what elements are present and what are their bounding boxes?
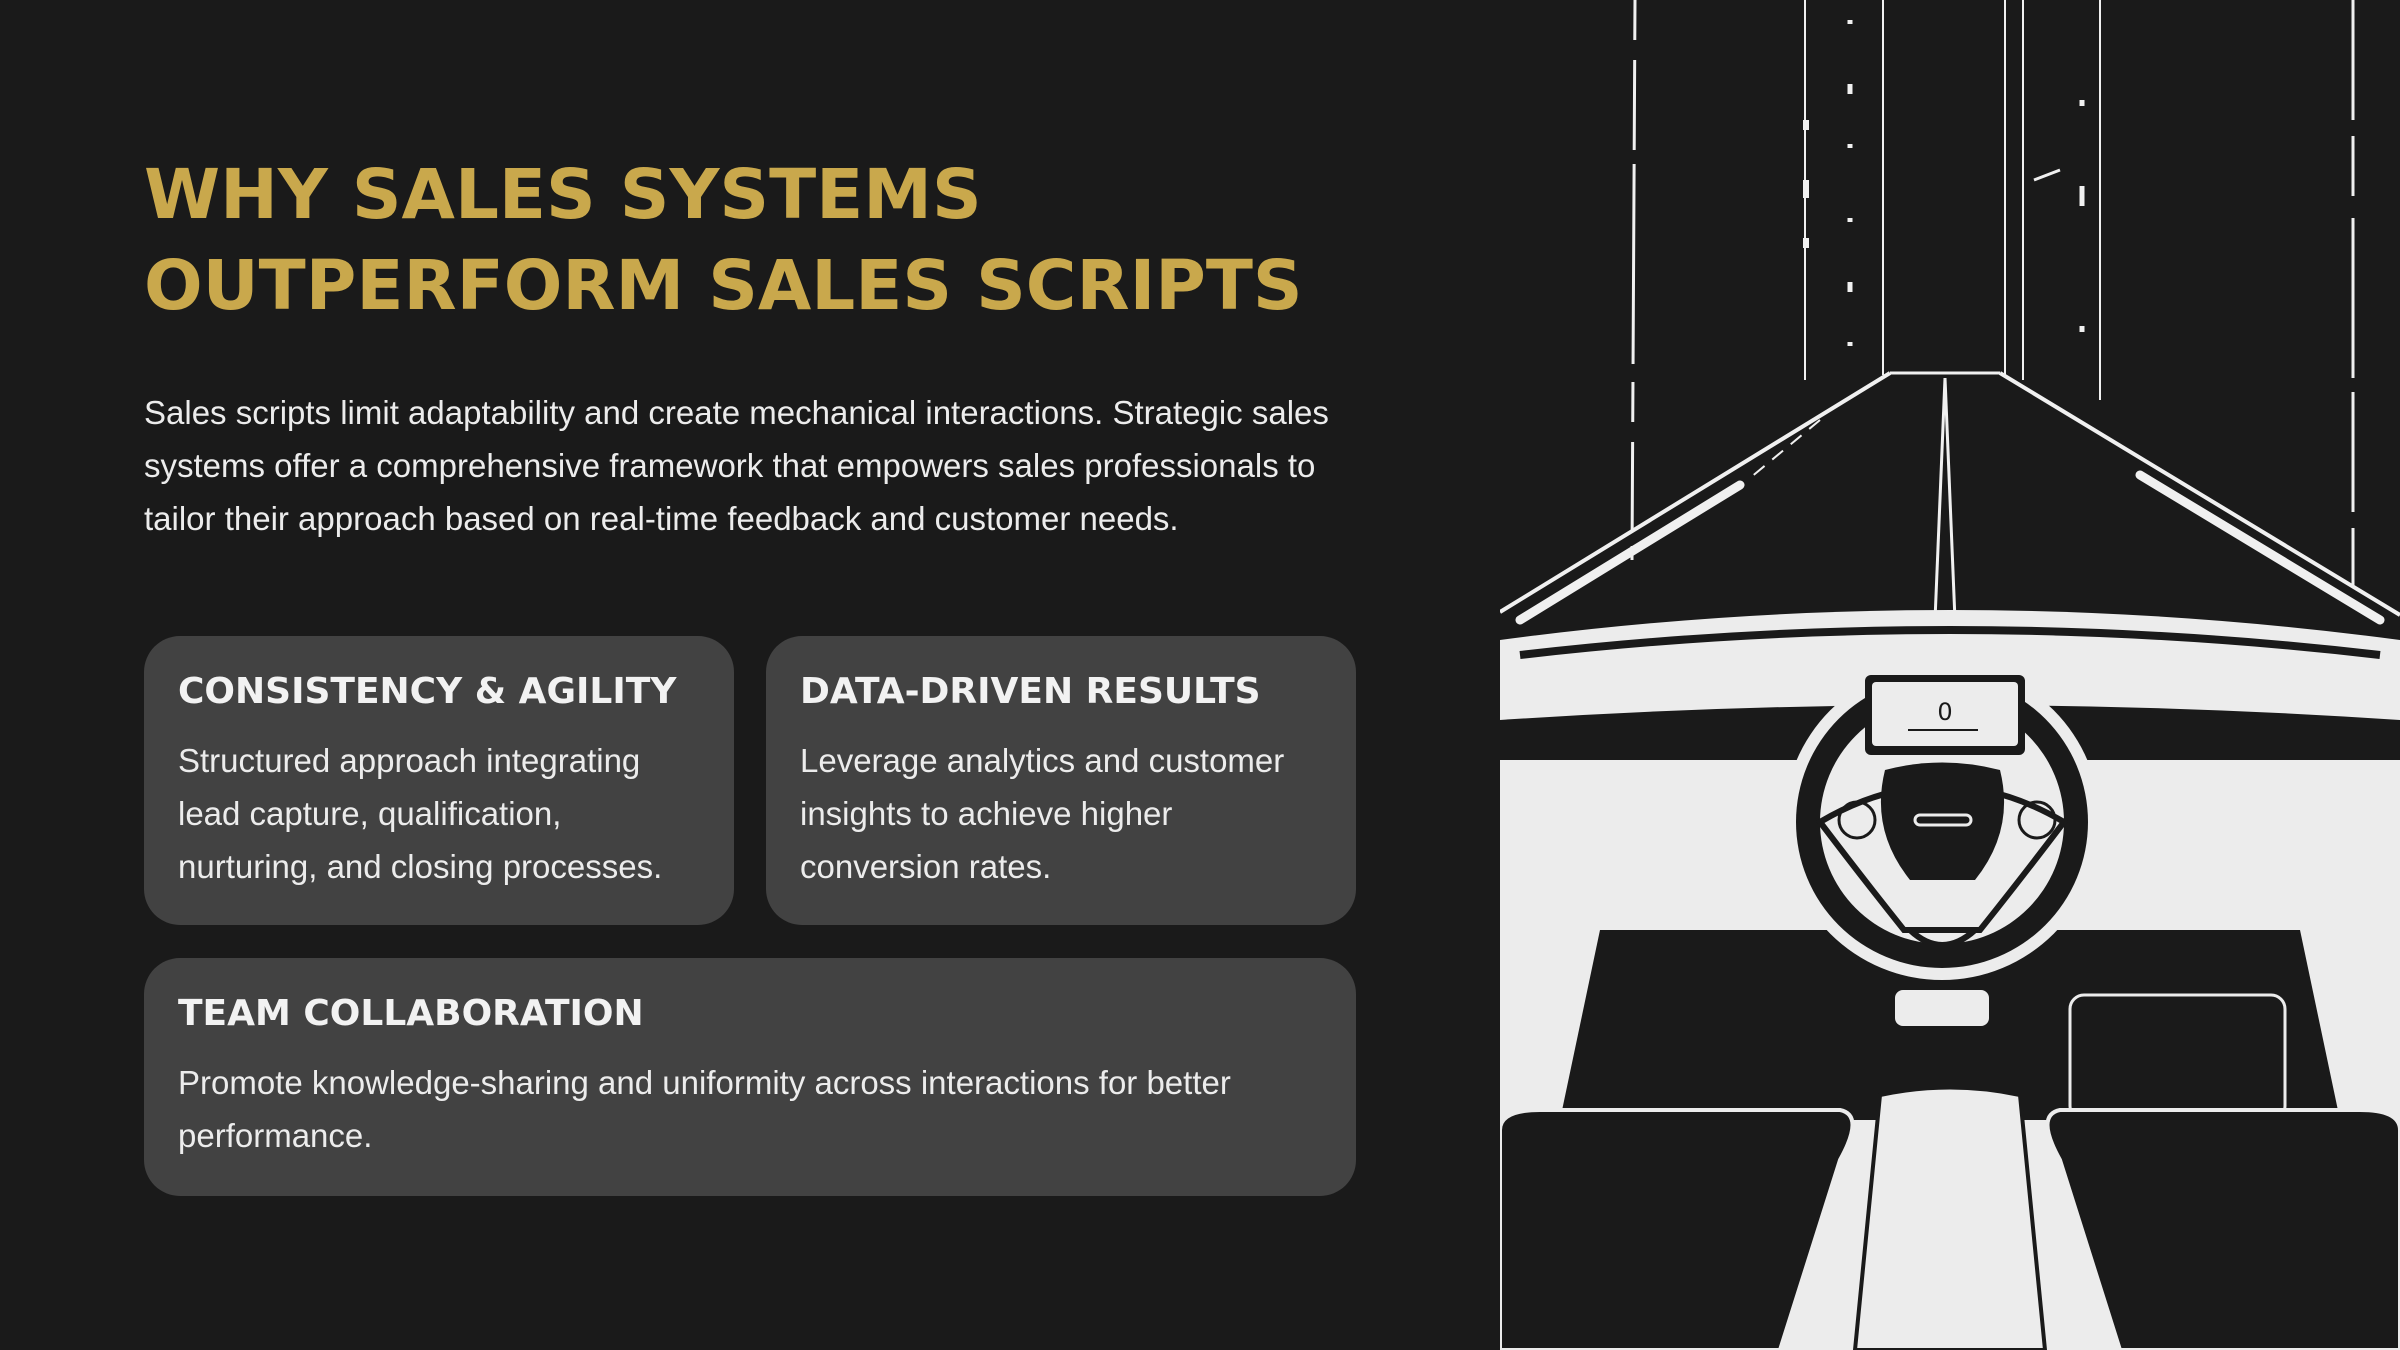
card-title: CONSISTENCY & AGILITY — [178, 671, 677, 712]
card-data-driven-results: DATA-DRIVEN RESULTS Leverage analytics a… — [766, 636, 1356, 925]
title-line-1: WHY SALES SYSTEMS — [144, 155, 982, 235]
speedometer-reading: 0 — [1937, 698, 1952, 726]
steering-wheel-icon — [1784, 664, 2100, 1026]
card-title: DATA-DRIVEN RESULTS — [800, 671, 1261, 712]
card-text: Promote knowledge-sharing and uniformity… — [178, 1064, 1231, 1154]
card-team-collaboration: TEAM COLLABORATION Promote knowledge-sha… — [144, 958, 1356, 1196]
light-streaks — [1630, 0, 2355, 600]
slide-title: WHY SALES SYSTEMS OUTPERFORM SALES SCRIP… — [144, 150, 1384, 332]
card-consistency-agility: CONSISTENCY & AGILITY Structured approac… — [144, 636, 734, 925]
road — [1500, 371, 2400, 625]
title-line-2: OUTPERFORM SALES SCRIPTS — [144, 246, 1303, 326]
card-text: Structured approach integrating lead cap… — [178, 742, 663, 885]
car-interior-illustration: 0 — [1500, 0, 2400, 1350]
card-text: Leverage analytics and customer insights… — [800, 742, 1285, 885]
car-interior-icon: 0 — [1500, 0, 2400, 1350]
card-title: TEAM COLLABORATION — [178, 993, 644, 1034]
intro-paragraph: Sales scripts limit adaptability and cre… — [144, 394, 1329, 537]
